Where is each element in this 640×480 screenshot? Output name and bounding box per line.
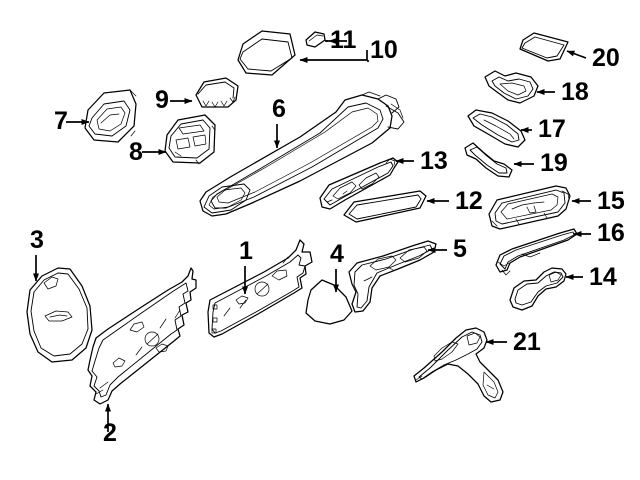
part-armrest-clip xyxy=(305,31,326,48)
callout-label-16: 16 xyxy=(597,219,625,247)
part-armrest-lid-pad xyxy=(237,30,296,76)
part-console-side-panel-left xyxy=(87,267,197,405)
part-console-bracket-plate xyxy=(348,240,437,313)
callout-label-5: 5 xyxy=(453,235,467,263)
part-console-support-bracket xyxy=(413,327,504,403)
callout-label-6: 6 xyxy=(272,95,286,123)
callout-label-9: 9 xyxy=(155,86,169,114)
part-console-insulator-pad xyxy=(305,279,353,325)
part-console-seal-gasket-c xyxy=(464,142,513,178)
callout-label-2: 2 xyxy=(103,419,117,447)
part-console-front-trim-cap xyxy=(195,77,239,108)
callout-label-14: 14 xyxy=(589,263,617,291)
callout-label-8: 8 xyxy=(129,138,143,166)
callout-label-15: 15 xyxy=(597,187,625,215)
part-console-side-panel-right xyxy=(207,239,313,338)
part-console-side-rail xyxy=(319,157,399,210)
callout-label-13: 13 xyxy=(420,147,448,175)
leader-20 xyxy=(566,50,587,59)
part-center-console-assembly xyxy=(199,91,405,217)
part-console-seal-gasket-a xyxy=(467,109,526,148)
callout-label-18: 18 xyxy=(561,78,589,106)
part-console-storage-tray xyxy=(488,185,571,230)
callout-label-3: 3 xyxy=(30,226,44,254)
callout-label-7: 7 xyxy=(54,107,68,135)
leader-10 xyxy=(299,50,369,63)
part-console-latch-lever xyxy=(509,267,567,311)
callout-label-21: 21 xyxy=(513,328,541,356)
callout-label-17: 17 xyxy=(538,115,566,143)
part-switch-control-panel xyxy=(164,114,216,165)
callout-label-11: 11 xyxy=(330,26,357,54)
callout-label-20: 20 xyxy=(592,44,620,72)
callout-label-4: 4 xyxy=(330,240,344,268)
callout-label-19: 19 xyxy=(540,149,568,177)
part-console-rear-corner-trim xyxy=(26,267,93,363)
callout-label-10: 10 xyxy=(370,36,398,64)
callout-label-12: 12 xyxy=(455,187,483,215)
part-console-trim-insert xyxy=(519,32,569,62)
part-console-lower-trim-strip xyxy=(343,190,427,223)
part-console-seal-gasket-b xyxy=(484,70,539,104)
part-cup-holder-trim xyxy=(84,89,137,143)
callout-label-1: 1 xyxy=(239,237,253,265)
